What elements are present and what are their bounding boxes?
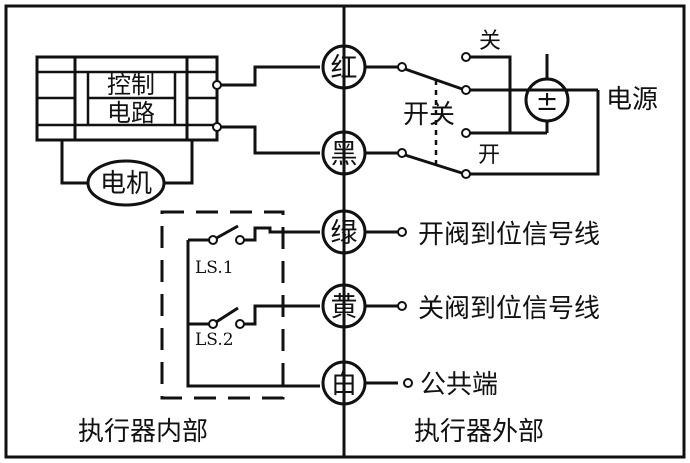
- common-label: 公共端: [420, 370, 498, 400]
- control-wires: [212, 65, 320, 155]
- ls1-label: LS.1: [195, 258, 234, 278]
- terminal-black-label: 黑: [331, 139, 358, 170]
- terminal-green-label: 绿: [331, 218, 358, 249]
- inside-region-label: 执行器内部: [78, 417, 208, 447]
- control-circuit-block: 控制 电路: [35, 55, 219, 142]
- on-label: 开: [478, 143, 500, 168]
- limit-switch-wiring: [186, 224, 320, 388]
- control-label-line1: 控制: [107, 71, 155, 99]
- open-signal-label: 开阀到位信号线: [418, 220, 600, 250]
- terminal-green: 绿: [321, 209, 367, 255]
- signal-lines: [365, 227, 413, 388]
- terminal-red-label: 红: [331, 53, 358, 84]
- terminal-yellow: 黄: [321, 283, 367, 329]
- motor-label: 电机: [100, 169, 152, 199]
- off-label: 关: [479, 29, 501, 54]
- terminal-black: 黑: [321, 130, 367, 176]
- outside-region-label: 执行器外部: [414, 417, 544, 447]
- switch-label: 开关: [403, 100, 455, 130]
- power-label: 电源: [606, 85, 658, 115]
- terminal-yellow-label: 黄: [331, 292, 358, 323]
- power-symbol: ±: [536, 86, 559, 117]
- motor: 电机: [60, 140, 194, 207]
- terminal-red: 红: [321, 44, 367, 90]
- terminal-white: 白: [321, 360, 367, 406]
- ls2-label: LS.2: [195, 330, 234, 350]
- control-label-line2: 电路: [107, 99, 155, 127]
- terminal-white-label: 白: [331, 369, 358, 400]
- close-signal-label: 关阀到位信号线: [418, 294, 600, 324]
- switch-wiring: [365, 52, 600, 179]
